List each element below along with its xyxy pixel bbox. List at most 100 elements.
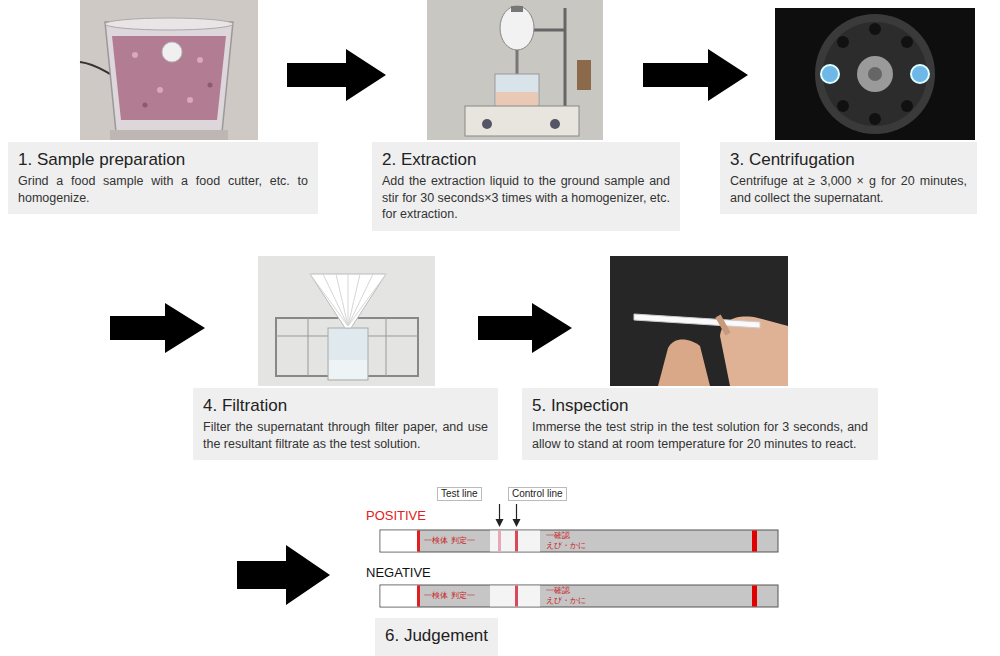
inspection-photo	[610, 256, 788, 386]
illustration-part	[513, 519, 521, 527]
illustration-part	[775, 8, 975, 140]
step-heading: 4. Filtration	[203, 395, 488, 416]
illustration-part	[815, 14, 935, 134]
illustration-part	[105, 22, 233, 132]
step-heading: 1. Sample preparation	[18, 149, 308, 170]
illustration-part	[718, 316, 728, 334]
illustration-part	[329, 360, 367, 379]
illustration-part	[869, 113, 881, 125]
illustration-part	[610, 256, 788, 386]
illustration-part	[143, 103, 148, 108]
step-description: Grind a food sample with a food cutter, …	[18, 173, 308, 206]
step-description: Add the extraction liquid to the ground …	[382, 173, 670, 223]
illustration-part	[197, 57, 203, 63]
step-box: 3. CentrifugationCentrifuge at ≥ 3,000 ×…	[720, 142, 977, 214]
step-heading: 6. Judgement	[385, 625, 488, 646]
illustration-part	[496, 519, 504, 527]
illustration-part	[577, 60, 591, 90]
step-box: 4. FiltrationFilter the supernatant thro…	[193, 388, 498, 460]
illustration-part	[310, 274, 386, 328]
step-heading: 5. Inspection	[532, 395, 868, 416]
illustration-part	[157, 87, 163, 93]
illustration-part	[208, 83, 213, 88]
illustration-part	[187, 97, 193, 103]
illustration-part	[511, 6, 523, 12]
illustration-part	[112, 36, 226, 120]
filtration-photo	[258, 256, 435, 386]
flow-arrow	[287, 49, 386, 101]
illustration-part	[500, 6, 534, 50]
illustration-part	[901, 36, 913, 48]
illustration-part	[752, 531, 757, 552]
flow-arrow	[237, 545, 330, 605]
line-label: Control line	[508, 487, 567, 501]
illustration-part	[162, 42, 182, 62]
line-pointers	[496, 504, 521, 527]
illustration-part	[482, 119, 492, 129]
illustration-part	[515, 531, 518, 552]
illustration-part	[911, 65, 929, 83]
illustration-part	[868, 67, 882, 81]
illustration-part	[857, 56, 893, 92]
strip-print: えび・かに	[546, 541, 586, 551]
illustration-part	[901, 100, 913, 112]
illustration-part	[515, 586, 518, 607]
illustration-part	[110, 130, 228, 140]
illustration-part	[516, 504, 517, 520]
illustration-part	[550, 119, 560, 129]
result-label: POSITIVE	[366, 508, 426, 524]
illustration-part	[869, 23, 881, 35]
illustration-part	[258, 256, 435, 386]
result-label: NEGATIVE	[366, 565, 431, 581]
flow-arrow	[478, 303, 572, 353]
illustration-part	[381, 586, 418, 607]
illustration-part	[381, 531, 418, 552]
illustration-part	[417, 586, 420, 607]
strip-print: えび・かに	[546, 596, 586, 606]
step-description: Immerse the test strip in the test solut…	[532, 419, 868, 452]
illustration-part	[531, 29, 565, 32]
illustration-part	[499, 504, 500, 520]
illustration-part	[752, 586, 757, 607]
illustration-part	[105, 18, 233, 30]
step-heading: 3. Centrifugation	[730, 149, 967, 170]
step-heading: 2. Extraction	[382, 149, 670, 170]
strip-print: 一検体 判定一	[424, 536, 475, 546]
illustration-part	[837, 36, 849, 48]
step-description: Filter the supernatant through filter pa…	[203, 419, 488, 452]
illustration-part	[634, 314, 760, 328]
illustration-part	[417, 531, 420, 552]
strip-print: 一検体 判定一	[424, 591, 475, 601]
step-box: 5. InspectionImmerse the test strip in t…	[522, 388, 878, 460]
test-strips	[380, 530, 778, 607]
flow-arrow	[110, 303, 205, 353]
flow-arrow	[643, 49, 748, 101]
illustration-part	[427, 0, 603, 140]
illustration-part	[490, 531, 540, 552]
strip-print: 一確認	[546, 586, 570, 596]
illustration-part	[498, 531, 501, 552]
illustration-part	[380, 585, 778, 607]
illustration-part	[328, 328, 368, 380]
illustration-part	[380, 530, 778, 552]
illustration-part	[310, 274, 386, 326]
food-cutter-photo	[80, 0, 258, 140]
centrifuge-photo	[775, 8, 975, 140]
illustration-part	[495, 74, 539, 110]
illustration-part	[490, 586, 540, 607]
illustration-part	[658, 340, 710, 387]
illustration-part	[837, 100, 849, 112]
line-label: Test line	[437, 487, 482, 501]
illustration-part	[80, 0, 258, 140]
strip-print: 一確認	[546, 531, 570, 541]
step-box: 6. Judgement	[375, 618, 498, 656]
step-box: 1. Sample preparationGrind a food sample…	[8, 142, 318, 214]
illustration-part	[821, 65, 839, 83]
homogenizer-photo	[427, 0, 603, 140]
illustration-part	[386, 318, 387, 376]
step-box: 2. ExtractionAdd the extraction liquid t…	[372, 142, 680, 231]
illustration-part	[564, 8, 567, 108]
illustration-part	[80, 62, 110, 74]
